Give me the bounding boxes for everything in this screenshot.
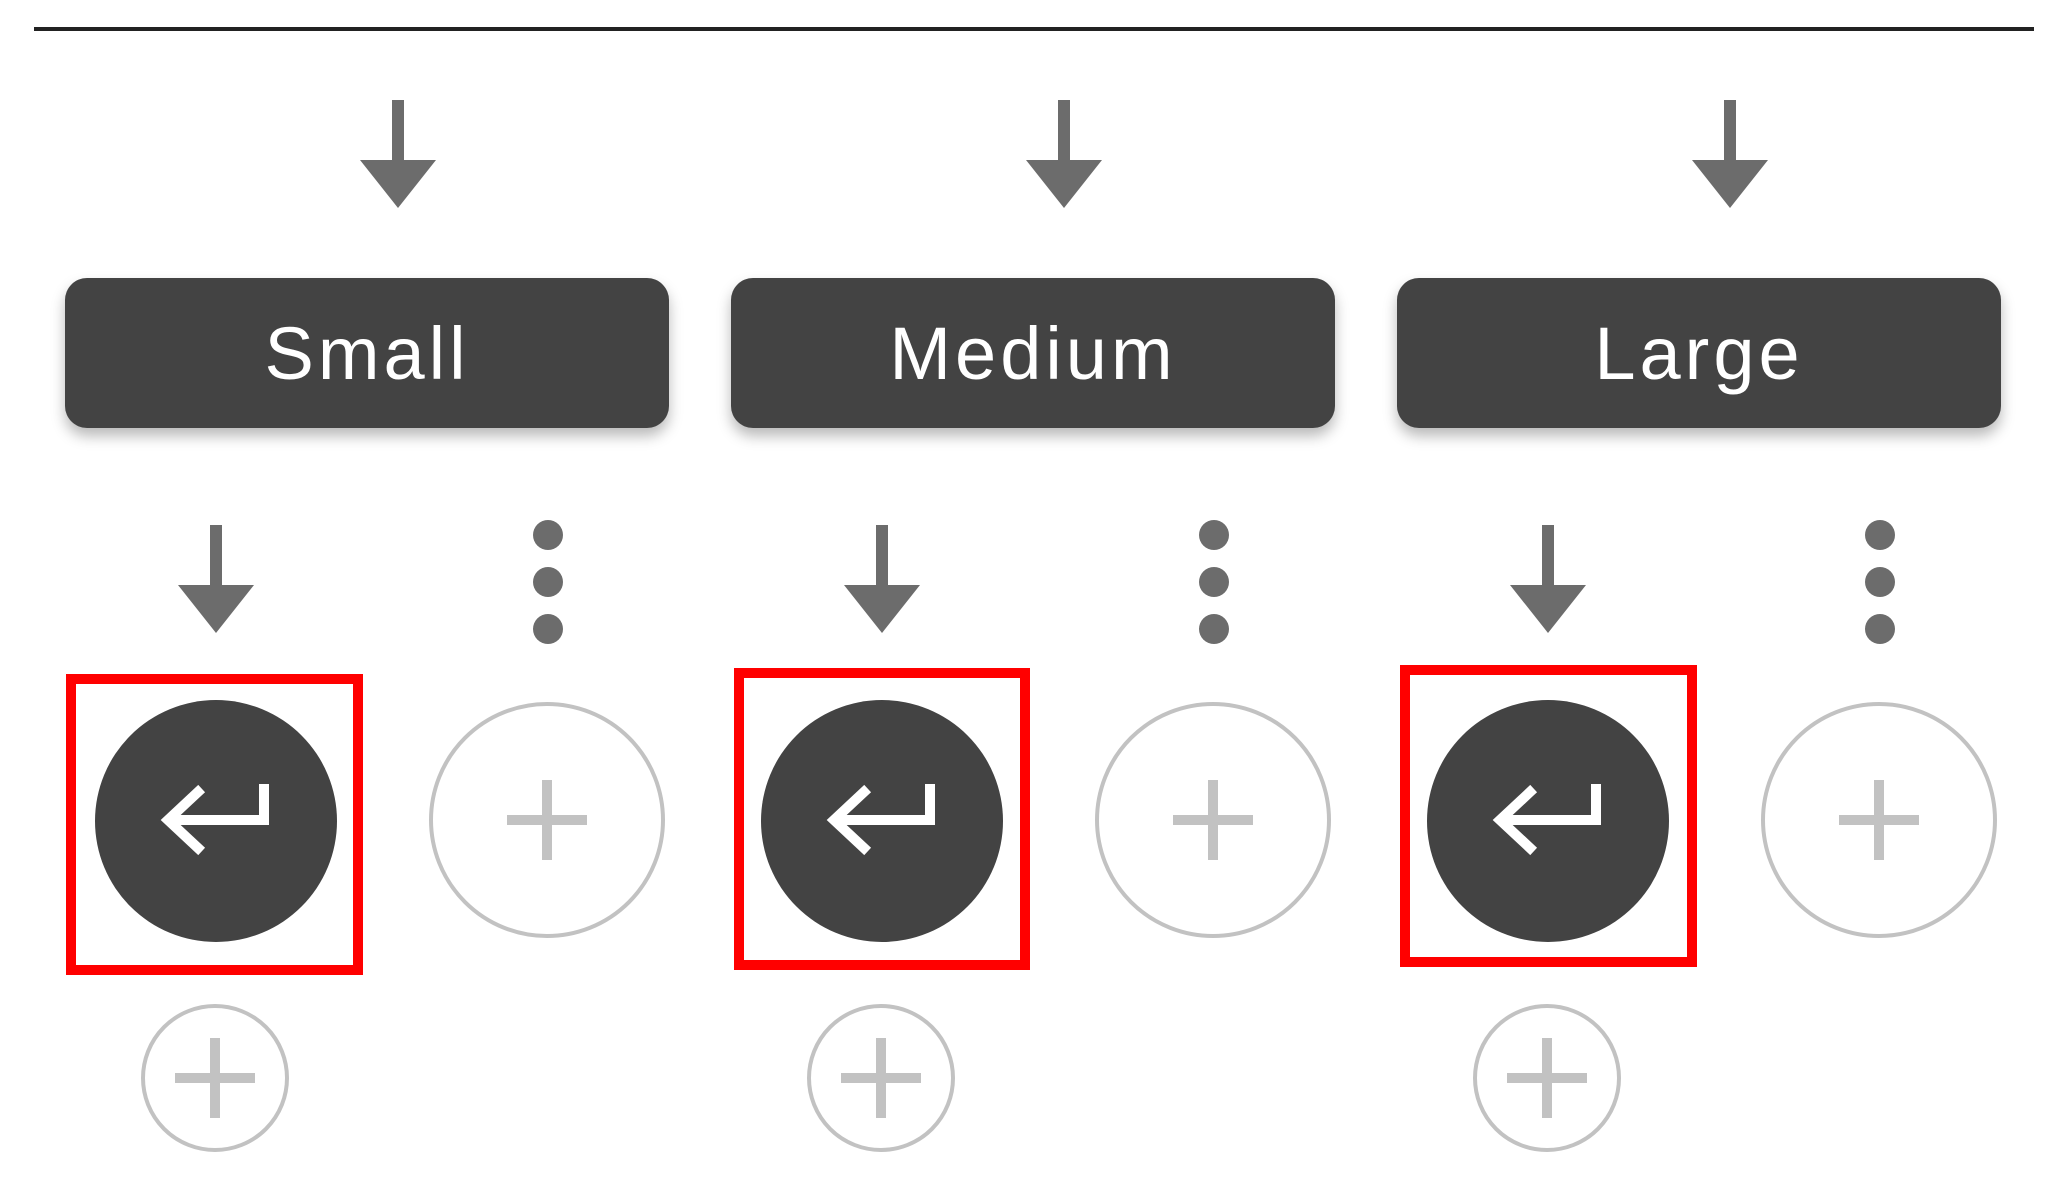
plus-icon (175, 1038, 255, 1118)
arrow-down-icon (1024, 100, 1104, 210)
tab-small[interactable]: Small (65, 278, 669, 428)
tab-medium[interactable]: Medium (731, 278, 1335, 428)
enter-button[interactable] (1427, 700, 1669, 942)
enter-return-icon (1492, 784, 1601, 856)
more-vertical-icon[interactable] (533, 520, 563, 644)
add-button[interactable] (429, 702, 665, 938)
more-vertical-icon[interactable] (1865, 520, 1895, 644)
arrow-down-icon (1508, 525, 1588, 635)
add-button-small[interactable] (1473, 1004, 1621, 1152)
add-button[interactable] (1761, 702, 1997, 938)
top-divider (34, 27, 2034, 31)
tab-large[interactable]: Large (1397, 278, 2001, 428)
arrow-down-icon (358, 100, 438, 210)
arrow-down-icon (1690, 100, 1770, 210)
arrow-down-icon (176, 525, 256, 635)
enter-return-icon (826, 784, 935, 856)
plus-icon (1507, 1038, 1587, 1118)
plus-icon (1173, 780, 1253, 860)
plus-icon (1839, 780, 1919, 860)
plus-icon (841, 1038, 921, 1118)
enter-return-icon (160, 784, 269, 856)
plus-icon (507, 780, 587, 860)
enter-button[interactable] (761, 700, 1003, 942)
add-button-small[interactable] (807, 1004, 955, 1152)
more-vertical-icon[interactable] (1199, 520, 1229, 644)
enter-button[interactable] (95, 700, 337, 942)
add-button-small[interactable] (141, 1004, 289, 1152)
add-button[interactable] (1095, 702, 1331, 938)
arrow-down-icon (842, 525, 922, 635)
